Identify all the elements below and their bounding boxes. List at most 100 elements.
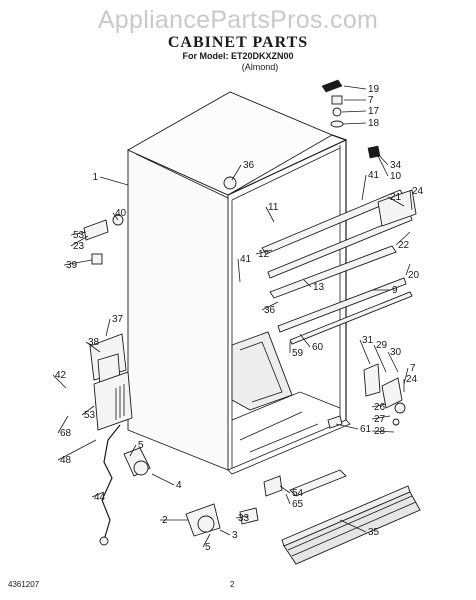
callout-leader — [151, 473, 175, 486]
callout-leader — [99, 176, 129, 186]
callout-leader — [403, 367, 409, 385]
callout-label: 41 — [368, 170, 380, 181]
callout-label: 19 — [368, 84, 380, 95]
callout-label: 28 — [374, 426, 386, 437]
callout-label: 42 — [55, 370, 67, 381]
shelf-rails — [261, 189, 417, 345]
callout-leader — [299, 333, 311, 348]
callout-label: 5 — [205, 542, 211, 553]
callout-leader — [339, 519, 367, 533]
callout-label: 11 — [268, 202, 279, 213]
callout-leader — [235, 515, 249, 519]
callout-leader — [409, 190, 413, 211]
callout-label: 2 — [162, 515, 168, 526]
model-label: For Model: ET20DKXZN00 — [182, 51, 294, 61]
callout-label: 24 — [412, 186, 424, 197]
callout-label: 38 — [88, 337, 100, 348]
callout-leader — [285, 493, 291, 505]
callout-leader — [371, 430, 395, 433]
callout-leader — [255, 249, 273, 255]
callout-leader — [371, 403, 387, 408]
callout-label: 44 — [94, 492, 106, 503]
callout-label: 40 — [115, 208, 127, 219]
callout-label: 17 — [368, 106, 380, 117]
callout-label: 39 — [66, 260, 78, 271]
callout-leader — [231, 164, 242, 181]
callout-label: 4 — [176, 480, 182, 491]
drawing-number: 4361207 — [8, 580, 40, 589]
callout-leader — [405, 263, 411, 276]
callout-leader — [129, 444, 137, 457]
callout-label: 31 — [362, 335, 374, 346]
callout-label: 61 — [360, 424, 372, 435]
callout-label: 65 — [292, 499, 304, 510]
callout-leader — [105, 318, 111, 337]
callout-label: 23 — [73, 241, 85, 252]
callout-leader — [85, 341, 101, 353]
diagram-title: CABINET PARTS — [167, 34, 309, 51]
callout-leader — [70, 235, 89, 247]
callout-leader — [373, 344, 387, 373]
callout-leader — [342, 122, 367, 125]
callout-label: 30 — [390, 347, 402, 358]
callout-label: 35 — [368, 527, 380, 538]
callout-label: 27 — [374, 414, 386, 425]
callout-leader — [70, 231, 87, 236]
right-side-components — [263, 363, 406, 497]
callout-leader — [303, 279, 312, 288]
callout-leader — [395, 231, 411, 246]
callout-label: 21 — [390, 192, 402, 203]
callout-label: 9 — [392, 285, 398, 296]
callout-label: 60 — [312, 342, 324, 353]
callout-label: 7 — [410, 363, 416, 374]
callout-leader — [343, 85, 367, 90]
callout-label: 36 — [264, 305, 276, 316]
callout-label: 24 — [406, 374, 418, 385]
callout-label: 53 — [84, 410, 96, 421]
callout-label: 3 — [232, 530, 238, 541]
color-label: (Almond) — [241, 62, 279, 72]
callout-label: 33 — [238, 513, 250, 524]
callout-label: 20 — [408, 270, 420, 281]
grille — [281, 485, 421, 565]
callout-leader — [219, 529, 231, 536]
callout-label: 59 — [292, 348, 304, 359]
callout-leader — [375, 151, 389, 177]
callout-label: 18 — [368, 118, 380, 129]
callout-label: 48 — [60, 455, 72, 466]
callout-leader — [265, 206, 275, 223]
callout-leader — [112, 212, 119, 221]
callout-label: 54 — [292, 488, 304, 499]
callout-label: 5 — [138, 440, 144, 451]
callout-leader — [387, 196, 405, 207]
watermark: AppliancePartsPros.com — [97, 6, 379, 34]
callout-label: 13 — [313, 282, 325, 293]
callout-leader — [361, 174, 367, 201]
callout-leader — [237, 258, 241, 283]
callout-leader — [91, 491, 105, 498]
top-hinge-assembly — [223, 79, 381, 190]
callout-leader — [57, 439, 97, 461]
callout-label: 26 — [374, 402, 386, 413]
callout-leader — [52, 374, 67, 389]
callout-label: 41 — [240, 254, 252, 265]
callout-leader — [341, 110, 367, 113]
callout-label: 68 — [60, 428, 72, 439]
callout-leader — [81, 405, 95, 416]
callout-label: 7 — [368, 95, 374, 106]
page-number: 2 — [230, 580, 235, 589]
callout-leader — [335, 423, 359, 430]
callout-leader — [371, 415, 391, 420]
callout-label: 12 — [258, 249, 270, 260]
callout-leader — [279, 485, 291, 494]
callout-label: 34 — [390, 160, 402, 171]
callout-leader — [63, 259, 93, 266]
callout-leader — [375, 151, 389, 166]
callout-label: 29 — [376, 340, 388, 351]
callout-leader — [261, 301, 279, 311]
callout-label: 10 — [390, 171, 402, 182]
callout-leader — [57, 415, 69, 434]
